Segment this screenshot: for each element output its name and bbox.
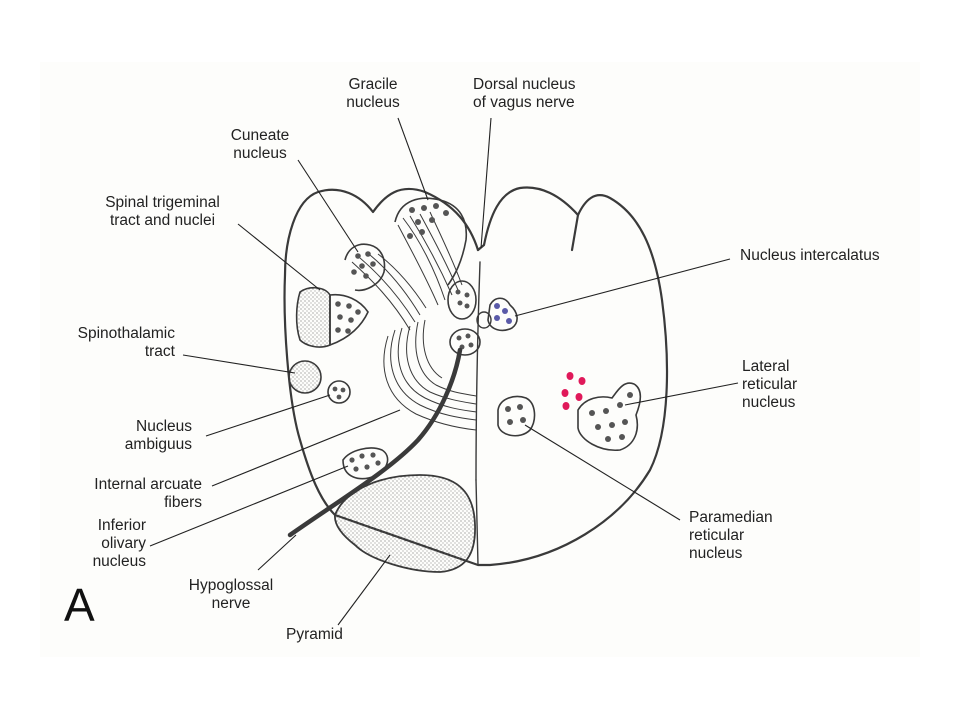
leader-lines bbox=[149, 117, 739, 626]
label-spinal-trigeminal: Spinal trigeminal tract and nuclei bbox=[105, 194, 220, 229]
nucleus-ambiguus bbox=[327, 380, 351, 404]
inferior-olivary-nucleus bbox=[342, 447, 389, 480]
label-cuneate-nucleus: Cuneate nucleus bbox=[230, 127, 290, 162]
hypoglossal-nucleus bbox=[449, 328, 481, 356]
lateral-reticular-nucleus bbox=[577, 382, 642, 451]
label-dorsal-nucleus-vagus: Dorsal nucleus of vagus nerve bbox=[473, 76, 576, 111]
label-hypoglossal-nerve: Hypoglossal nerve bbox=[188, 577, 274, 612]
label-nucleus-ambiguus: Nucleus ambiguus bbox=[124, 418, 192, 453]
panel-letter: A bbox=[64, 579, 95, 631]
dorsal-vagus-nucleus bbox=[447, 280, 477, 320]
gracile-nucleus bbox=[394, 197, 468, 306]
label-pyramid: Pyramid bbox=[286, 626, 343, 643]
label-spinothalamic-tract: Spinothalamic tract bbox=[77, 325, 175, 360]
spinothalamic-tract bbox=[288, 360, 322, 394]
small-midline-nucleus bbox=[476, 311, 492, 329]
label-inferior-olivary-nucleus: Inferior olivary nucleus bbox=[92, 517, 146, 570]
paramedian-reticular-nucleus bbox=[497, 395, 536, 437]
nucleus-intercalatus bbox=[487, 297, 518, 332]
figure-panel bbox=[40, 62, 920, 657]
label-lateral-reticular-nucleus: Lateral reticular nucleus bbox=[742, 358, 798, 411]
label-nucleus-intercalatus: Nucleus intercalatus bbox=[740, 247, 880, 264]
spinal-trigeminal-tract bbox=[295, 286, 331, 348]
pyramid bbox=[334, 474, 476, 573]
spinal-trigeminal-nucleus bbox=[329, 293, 369, 347]
red-dots bbox=[561, 372, 586, 410]
hypoglossal-nerve bbox=[287, 347, 463, 538]
label-gracile-nucleus: Gracile nucleus bbox=[346, 76, 400, 111]
label-paramedian-reticular-nucleus: Paramedian reticular nucleus bbox=[689, 509, 773, 562]
medulla-outline bbox=[283, 187, 669, 567]
label-internal-arcuate-fibers: Internal arcuate fibers bbox=[94, 476, 202, 511]
internal-arcuate-fibers bbox=[383, 319, 477, 431]
midline bbox=[475, 261, 481, 481]
